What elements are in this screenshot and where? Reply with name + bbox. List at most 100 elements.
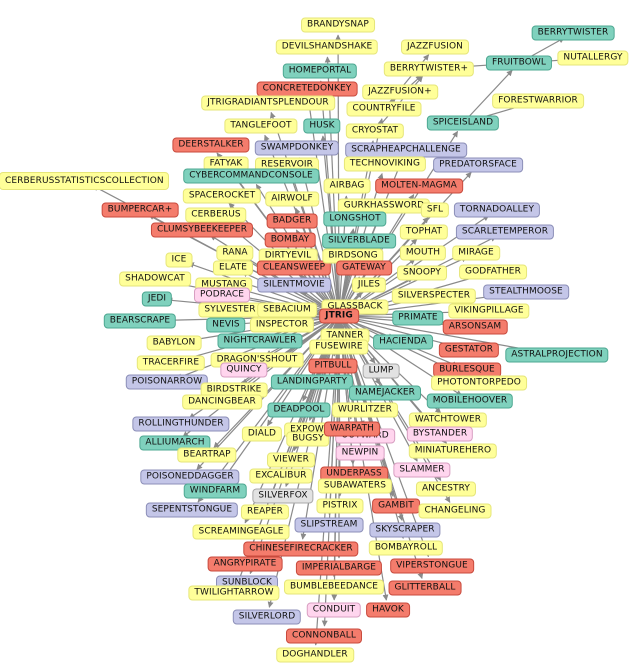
node-jazzfusion[interactable]: JAZZFUSION [401,39,469,55]
node-cerberusstatisticscollection[interactable]: CERBERUSSTATISTICSCOLLECTION [0,172,169,190]
node-babylon[interactable]: BABYLON [146,335,202,351]
node-mouth[interactable]: MOUTH [399,245,447,261]
node-scarletemperor[interactable]: SCARLETEMPEROR [455,224,555,240]
node-bugsy[interactable]: BUGSY [286,431,330,447]
node-cerberus[interactable]: CERBERUS [185,207,247,223]
node-tophat[interactable]: TOPHAT [399,224,449,240]
node-screamingeagle[interactable]: SCREAMINGEAGLE [192,524,290,540]
node-sylvester[interactable]: SYLVESTER [198,302,262,318]
node-bumpercar[interactable]: BUMPERCAR+ [101,202,179,218]
node-fusewire[interactable]: FUSEWIRE [309,339,369,355]
node-diald[interactable]: DIALD [241,426,283,442]
node-chinesefirecracker[interactable]: CHINESEFIRECRACKER [243,541,359,557]
node-concretedonkey[interactable]: CONCRETEDONKEY [256,81,358,97]
node-jazzfusion[interactable]: JAZZFUSION+ [362,84,438,100]
node-jedi[interactable]: JEDI [141,291,173,307]
node-wurlitzer[interactable]: WURLITZER [332,402,398,418]
node-reaper[interactable]: REAPER [240,504,290,520]
node-tanglefoot[interactable]: TANGLEFOOT [224,118,298,134]
node-newpin[interactable]: NEWPIN [335,445,385,461]
node-deadpool[interactable]: DEADPOOL [267,402,331,418]
node-berrytwister[interactable]: BERRYTWISTER [531,25,615,41]
node-bombayroll[interactable]: BOMBAYROLL [368,540,444,556]
node-arsonsam[interactable]: ARSONSAM [442,319,508,335]
node-gateway[interactable]: GATEWAY [336,260,392,276]
node-slammer[interactable]: SLAMMER [393,462,451,478]
node-cybercommandconsole[interactable]: CYBERCOMMANDCONSOLE [183,168,319,184]
node-snoopy[interactable]: SNOOPY [397,265,447,281]
node-pitbull[interactable]: PITBULL [308,358,358,374]
node-quincy[interactable]: QUINCY [220,362,268,378]
node-berrytwister[interactable]: BERRYTWISTER+ [383,61,475,77]
node-fruitbowl[interactable]: FRUITBOWL [485,55,553,71]
node-gestator[interactable]: GESTATOR [438,342,500,358]
node-molten-magma[interactable]: MOLTEN-MAGMA [375,178,463,194]
node-nightcrawler[interactable]: NIGHTCRAWLER [217,333,303,349]
node-longshot[interactable]: LONGSHOT [323,211,387,227]
node-sebacium[interactable]: SEBACIUM [257,302,317,318]
node-countryfile[interactable]: COUNTRYFILE [346,101,422,117]
node-brandysnap[interactable]: BRANDYSNAP [301,17,375,33]
node-bombay[interactable]: BOMBAY [264,232,316,248]
node-devilshandshake[interactable]: DEVILSHANDSHAKE [275,39,379,55]
node-bystander[interactable]: BYSTANDER [406,426,474,442]
node-poisoneddagger[interactable]: POISONEDDAGGER [140,469,240,485]
node-windfarm[interactable]: WINDFARM [183,483,247,499]
node-landingparty[interactable]: LANDINGPARTY [270,374,354,390]
node-viewer[interactable]: VIEWER [267,452,315,468]
node-silverblade[interactable]: SILVERBLADE [322,233,396,249]
node-homeportal[interactable]: HOMEPORTAL [282,63,358,79]
node-tracerfire[interactable]: TRACERFIRE [136,355,206,371]
node-scrapheapchallenge[interactable]: SCRAPHEAPCHALLENGE [345,142,467,158]
node-ice[interactable]: ICE [165,252,193,268]
node-imperialbarge[interactable]: IMPERIALBARGE [295,560,383,576]
node-skyscraper[interactable]: SKYSCRAPER [369,522,441,538]
node-ancestry[interactable]: ANCESTRY [415,481,477,497]
node-jiles[interactable]: JILES [351,277,387,293]
node-inspector[interactable]: INSPECTOR [249,317,315,333]
node-dancingbear[interactable]: DANCINGBEAR [182,394,262,410]
node-doghandler[interactable]: DOGHANDLER [276,647,354,663]
node-twilightarrow[interactable]: TWILIGHTARROW [188,585,280,601]
node-conduit[interactable]: CONDUIT [306,602,362,618]
node-godfather[interactable]: GODFATHER [459,264,527,280]
node-namejacker[interactable]: NAMEJACKER [349,385,421,401]
node-miniaturehero[interactable]: MINIATUREHERO [408,443,498,459]
node-havok[interactable]: HAVOK [366,602,410,618]
node-elate[interactable]: ELATE [212,260,254,276]
node-silverfox[interactable]: SILVERFOX [252,488,314,504]
node-lump[interactable]: LUMP [362,363,400,379]
node-viperstongue[interactable]: VIPERSTONGUE [390,558,474,574]
node-angrypirate[interactable]: ANGRYPIRATE [207,556,283,572]
node-spiceisland[interactable]: SPICEISLAND [426,115,500,131]
node-warpath[interactable]: WARPATH [323,421,381,437]
node-photontorpedo[interactable]: PHOTONTORPEDO [431,375,527,391]
node-technoviking[interactable]: TECHNOVIKING [343,156,427,172]
node-airwolf[interactable]: AIRWOLF [265,191,319,207]
node-cleansweep[interactable]: CLEANSWEEP [256,260,332,276]
node-connonball[interactable]: CONNONBALL [285,628,363,644]
node-airbag[interactable]: AIRBAG [323,178,371,194]
node-shadowcat[interactable]: SHADOWCAT [119,271,191,287]
node-clumsybeekeeper[interactable]: CLUMSYBEEKEEPER [150,222,254,238]
node-hacienda[interactable]: HACIENDA [373,334,433,350]
node-silverspecter[interactable]: SILVERSPECTER [391,288,477,304]
node-tornadoalley[interactable]: TORNADOALLEY [453,202,541,218]
node-nutallergy[interactable]: NUTALLERGY [557,50,629,66]
node-silverlord[interactable]: SILVERLORD [232,609,302,625]
node-deerstalker[interactable]: DEERSTALKER [172,137,250,153]
node-mirage[interactable]: MIRAGE [452,245,500,261]
node-primate[interactable]: PRIMATE [392,310,444,326]
node-astralprojection[interactable]: ASTRALPROJECTION [505,347,609,363]
node-husk[interactable]: HUSK [303,118,341,134]
node-bumblebeedance[interactable]: BUMBLEBEEDANCE [284,579,384,595]
node-sepentstongue[interactable]: SEPENTSTONGUE [145,502,239,518]
node-pistrix[interactable]: PISTRIX [316,498,364,514]
node-bearscrape[interactable]: BEARSCRAPE [103,313,177,329]
node-mobilehoover[interactable]: MOBILEHOOVER [426,393,514,409]
node-alliumarch[interactable]: ALLIUMARCH [139,435,211,451]
node-gambit[interactable]: GAMBIT [372,498,420,514]
node-jtrigradiantsplendour[interactable]: JTRIGRADIANTSPLENDOUR [201,95,335,111]
node-beartrap[interactable]: BEARTRAP [177,447,237,463]
node-swampdonkey[interactable]: SWAMPDONKEY [254,140,340,156]
